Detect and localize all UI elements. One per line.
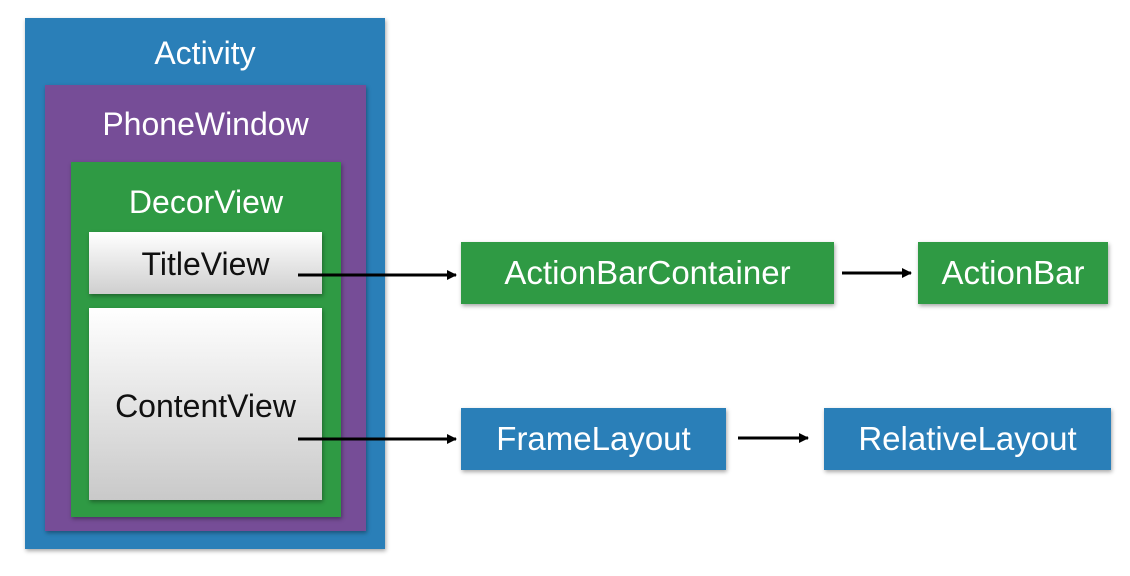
- action-bar-container-box: ActionBarContainer: [461, 242, 834, 304]
- title-view-label: TitleView: [141, 246, 270, 282]
- content-view-label: ContentView: [115, 388, 296, 424]
- action-bar-box: ActionBar: [918, 242, 1108, 304]
- relative-layout-label: RelativeLayout: [858, 420, 1077, 457]
- decor-view-label: DecorView: [128, 184, 284, 220]
- frame-layout-box: FrameLayout: [461, 408, 726, 470]
- activity-label: Activity: [154, 35, 256, 71]
- content-view-box: ContentView: [89, 308, 322, 500]
- action-bar-container-label: ActionBarContainer: [504, 254, 791, 291]
- phone-window-label: PhoneWindow: [102, 106, 309, 142]
- title-view-box: TitleView: [89, 232, 322, 294]
- frame-layout-label: FrameLayout: [496, 420, 691, 457]
- relative-layout-box: RelativeLayout: [824, 408, 1111, 470]
- action-bar-label: ActionBar: [941, 254, 1085, 291]
